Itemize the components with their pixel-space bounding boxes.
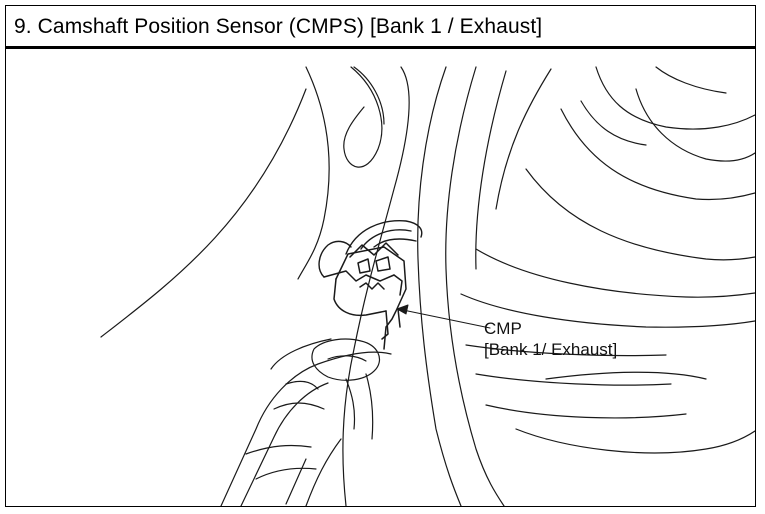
pulley-sweep-2 [560, 108, 755, 201]
pulley-sweep-3 [525, 168, 755, 261]
left-housing-arc [100, 88, 307, 338]
sensor-bracket [311, 338, 381, 381]
pulley-sweep-5 [460, 293, 755, 328]
cmp-sensor [323, 242, 407, 350]
section-header: 9. Camshaft Position Sensor (CMPS) [Bank… [6, 6, 755, 49]
callout-leader-line [402, 309, 491, 329]
cam-cover-arc-3 [475, 70, 507, 270]
lower-bracket [220, 351, 392, 506]
upper-cover-edge [297, 66, 330, 280]
cam-cover-arc-2 [445, 66, 505, 506]
engine-illustration: CMP [Bank 1/ Exhaust] [6, 49, 755, 506]
engine-line-drawing [100, 66, 755, 506]
sensor-wire-harness [318, 220, 423, 278]
pulley-sweep-6 [465, 344, 667, 357]
document-frame: 9. Camshaft Position Sensor (CMPS) [Bank… [5, 5, 756, 507]
pulley-sweep-1 [595, 66, 755, 130]
callout-label-cmp: CMP [484, 319, 522, 338]
upper-bracket-loop [343, 66, 383, 168]
cam-cover-arc-1 [417, 66, 462, 506]
pulley-sweep-4 [475, 248, 755, 298]
callout-label-bank: [Bank 1/ Exhaust] [484, 340, 618, 359]
cam-cover-outer-curve [342, 66, 410, 506]
section-title: 9. Camshaft Position Sensor (CMPS) [Bank… [14, 15, 543, 38]
callout-arrowhead [396, 304, 409, 315]
